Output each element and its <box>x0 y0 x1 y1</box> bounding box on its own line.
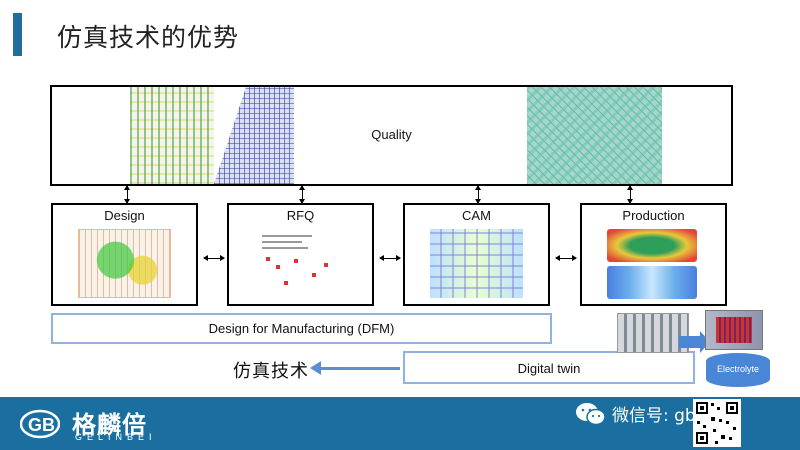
stage-cam: CAM <box>403 203 550 306</box>
logo-mark: GB <box>20 409 60 439</box>
arrow-quality-cam <box>475 185 481 204</box>
brand-name-cn: 格麟倍 <box>72 411 147 439</box>
pcb-image-left <box>130 87 214 184</box>
dfm-panel: Design for Manufacturing (DFM) <box>51 313 552 344</box>
left-arrow-icon <box>310 361 400 375</box>
stage-label: RFQ <box>286 208 315 223</box>
footer-bar <box>0 397 800 450</box>
simulation-label: 仿真技术 <box>233 361 309 382</box>
stage-design: Design <box>51 203 198 306</box>
arrow-rfq-cam <box>379 255 401 261</box>
stage-label: Production <box>622 208 685 223</box>
pcb-image-right <box>527 87 662 184</box>
svg-text:GB: GB <box>28 415 55 435</box>
rfq-report-image <box>254 229 347 298</box>
factory-photo <box>617 313 689 353</box>
dfm-label: Design for Manufacturing (DFM) <box>208 321 395 336</box>
stage-label: Design <box>104 208 145 223</box>
electrolyte-label: Electrolyte <box>716 364 760 374</box>
arrow-cam-production <box>555 255 577 261</box>
digital-twin-panel: Digital twin <box>403 351 695 384</box>
title-accent-bar <box>13 13 22 56</box>
arrow-quality-production <box>627 185 633 204</box>
quality-panel: Quality <box>50 85 733 186</box>
right-arrow-icon <box>679 331 710 353</box>
arrow-quality-rfq <box>299 185 305 204</box>
quality-label: Quality <box>371 127 412 142</box>
stage-rfq: RFQ <box>227 203 374 306</box>
cam-panel-image <box>430 229 523 298</box>
page-title: 仿真技术的优势 <box>57 23 240 52</box>
digital-twin-label: Digital twin <box>517 361 581 376</box>
arrow-quality-design <box>124 185 130 204</box>
electrolyte-cylinder: Electrolyte <box>706 353 770 387</box>
brand-name-en: GELINBEI <box>75 432 157 442</box>
production-panels-image <box>607 229 700 299</box>
arrow-design-rfq <box>203 255 225 261</box>
stage-label: CAM <box>462 208 491 223</box>
tank-3d-image <box>705 310 763 350</box>
qr-code <box>693 399 741 447</box>
stage-production: Production <box>580 203 727 306</box>
wechat-icon <box>576 403 606 426</box>
design-image <box>78 229 171 298</box>
